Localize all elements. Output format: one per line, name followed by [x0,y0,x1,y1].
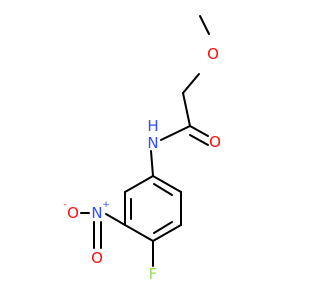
ring-inner-bond-3 [153,183,173,196]
atom-o-nitro-left-charge: - [63,200,66,210]
bond-carbonyl-o-2 [189,134,209,146]
ring-bond-c6-c1 [152,175,182,193]
bond-ch2-carbonyl [182,92,191,127]
ring-inner-bond-2 [153,221,173,234]
atom-n-amide: N [147,134,158,152]
bond-n-ring [150,150,154,177]
atom-h-amide: H [147,117,158,135]
atom-o-carbonyl: O [209,133,221,151]
atom-labels: O O N H N + O - O F [63,45,221,283]
bond-methyl-o [199,15,210,35]
bond-carbonyl-o-1 [189,125,209,137]
atom-n-nitro-charge: + [102,200,110,210]
atom-o-nitro-bottom: O [91,249,103,267]
atom-f: F [149,265,158,283]
molecule-structure-diagram: O O N H N + O - O F [63,15,221,283]
ring-bond-c1-c2 [124,175,154,193]
ring-bond-c3-c4 [124,224,154,242]
bond-o-ch2 [182,73,200,94]
atom-o-nitro-left: O [67,204,79,222]
bond-ring-nitro [105,213,126,226]
atom-n-nitro: N [91,204,102,222]
bond-carbonyl-n [160,125,191,141]
ring-bond-c4-c5 [152,224,182,242]
atom-o-methoxy: O [207,45,219,63]
bonds [80,15,210,267]
